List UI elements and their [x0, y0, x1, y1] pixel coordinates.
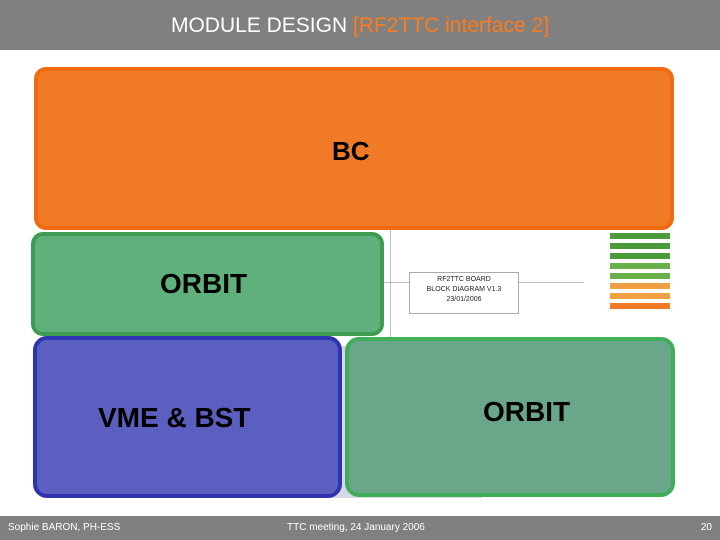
info-line-2: BLOCK DIAGRAM V1.3 [426, 286, 502, 293]
footer-event: TTC meeting, 24 January 2006 [287, 522, 425, 533]
slide-title: MODULE DESIGN [RF2TTC interface 2] [0, 14, 720, 38]
info-line-3: 23/01/2006 [446, 296, 482, 303]
connector-line [390, 230, 391, 340]
footer-author: Sophie BARON, PH-ESS [8, 522, 121, 533]
signal-legend [580, 233, 675, 333]
vme-bst-block [33, 336, 342, 498]
info-line-1: RF2TTC BOARD [437, 276, 491, 283]
orbit-bottom-label: ORBIT [483, 396, 571, 427]
page-number: 20 [700, 522, 712, 533]
orbit-top-label: ORBIT [160, 268, 248, 299]
vme-bst-label: VME & BST [98, 402, 251, 433]
block-diagram: RF2TTC BOARD BLOCK DIAGRAM V1.3 23/01/20… [0, 50, 720, 516]
title-main: MODULE DESIGN [170, 14, 353, 37]
orbit-top-block [31, 232, 384, 336]
title-accent: [RF2TTC interface 2] [352, 14, 550, 37]
bc-block [34, 67, 674, 230]
title-bar: MODULE DESIGN [RF2TTC interface 2] [0, 0, 720, 50]
bc-label: BC [332, 136, 370, 166]
orbit-bottom-block [345, 337, 675, 497]
footer-bar: Sophie BARON, PH-ESS TTC meeting, 24 Jan… [0, 516, 720, 540]
board-info-box: RF2TTC BOARD BLOCK DIAGRAM V1.3 23/01/20… [409, 272, 519, 314]
